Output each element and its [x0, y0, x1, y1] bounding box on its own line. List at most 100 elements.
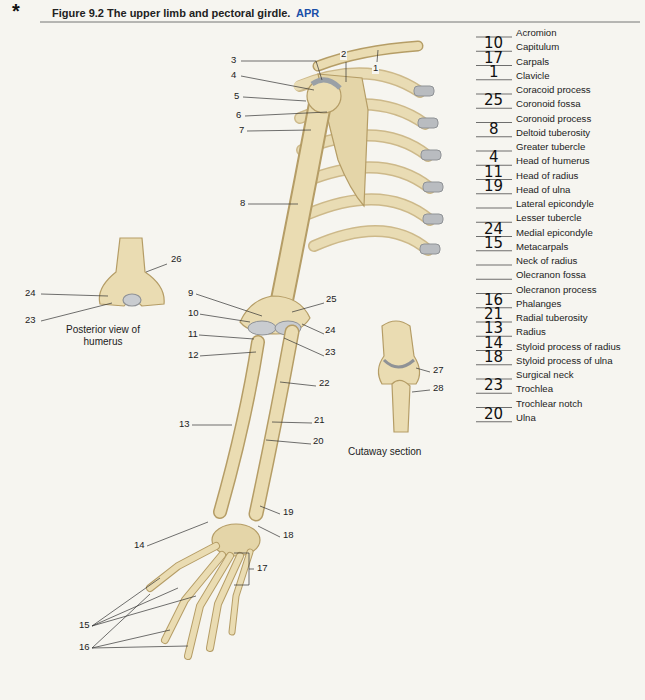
- humerus-part: [312, 80, 340, 88]
- term-label: Head of humerus: [516, 155, 590, 166]
- callout-number: 14: [133, 540, 146, 551]
- term-label: Styloid process of ulna: [516, 355, 613, 366]
- term-label: Neck of radius: [516, 255, 577, 266]
- leader-lines-part: [260, 506, 280, 514]
- costal-cartilage-part: [421, 150, 441, 160]
- leader-lines-part: [248, 204, 298, 205]
- posterior-humerus-part: [123, 294, 141, 306]
- term-label: Trochlea: [516, 383, 553, 394]
- rib-cage-part: [314, 231, 428, 250]
- callout-number: 8: [239, 198, 246, 209]
- term-label: Phalanges: [516, 298, 561, 309]
- leader-lines-part: [92, 596, 196, 626]
- posterior-humerus-part: [99, 238, 164, 306]
- term-label: Coracoid process: [516, 84, 591, 95]
- callout-number: 11: [187, 329, 199, 340]
- term-label: Trochlear notch: [516, 398, 582, 409]
- humerus-part: [282, 104, 320, 300]
- clavicle-part: [318, 46, 418, 66]
- term-label: Medial epicondyle: [516, 227, 593, 238]
- term-label: Olecranon process: [516, 284, 597, 295]
- leader-lines-part: [412, 390, 430, 392]
- callout-number: 18: [282, 530, 295, 541]
- radius-part: [220, 342, 258, 512]
- term-label: Lateral epicondyle: [516, 198, 594, 209]
- term-label: Greater tubercle: [516, 141, 585, 152]
- costal-cartilage-part: [420, 244, 440, 254]
- handwritten-answer: 8: [489, 121, 499, 138]
- term-label: Head of radius: [516, 170, 578, 181]
- term-label: Coronoid process: [516, 113, 591, 124]
- radius: [220, 342, 258, 512]
- leader-lines-part: [258, 526, 280, 537]
- view-caption: Posterior view of humerus: [64, 324, 142, 347]
- term-label: Styloid process of radius: [516, 341, 621, 352]
- costal-cartilage-part: [423, 214, 443, 224]
- leader-lines-part: [234, 553, 249, 585]
- leader-lines: [41, 50, 430, 648]
- handwritten-answer: 19: [484, 178, 503, 195]
- radius-part: [220, 342, 258, 512]
- term-label: Lesser tubercle: [516, 212, 582, 223]
- term-label: Surgical neck: [516, 369, 574, 380]
- answer-lines: [476, 37, 512, 422]
- leader-lines-part: [192, 425, 232, 426]
- hand-part: [232, 552, 250, 632]
- clavicle: [318, 46, 418, 66]
- rib-cage-part: [304, 167, 430, 188]
- callout-number: 13: [178, 419, 191, 430]
- humerus-part: [240, 296, 310, 334]
- leader-lines-part: [245, 112, 327, 116]
- callout-number: 23: [324, 347, 337, 358]
- rib-cage-part: [304, 167, 430, 188]
- term-label: Capitulum: [516, 41, 559, 52]
- costal-cartilage-part: [414, 86, 434, 96]
- leader-lines-part: [146, 264, 167, 272]
- leader-lines-part: [196, 294, 262, 316]
- leader-lines-part: [292, 303, 324, 312]
- leader-lines-part: [41, 303, 112, 321]
- leader-lines-part: [241, 61, 322, 80]
- handwritten-mark: *: [12, 0, 20, 23]
- costal-cartilage: [414, 86, 443, 254]
- costal-cartilage-part: [423, 182, 443, 192]
- handwritten-answer: 20: [484, 406, 503, 423]
- leader-lines-part: [199, 352, 256, 356]
- hand: [150, 524, 260, 656]
- handwritten-answer: 23: [484, 377, 503, 394]
- leader-lines-part: [284, 338, 324, 356]
- term-label: Deltoid tuberosity: [516, 127, 590, 138]
- callout-number: 12: [187, 350, 200, 361]
- cutaway-elbow-part: [378, 321, 419, 384]
- costal-cartilage-part: [418, 118, 438, 128]
- callout-number: 23: [24, 315, 37, 326]
- callout-number: 4: [230, 70, 237, 81]
- leader-lines-part: [199, 335, 254, 339]
- term-label: Clavicle: [516, 70, 550, 81]
- handwritten-answer: 25: [484, 92, 503, 109]
- term-label: Metacarpals: [516, 241, 568, 252]
- term-label: Olecranon fossa: [516, 269, 586, 280]
- leader-lines-part: [249, 569, 254, 570]
- humerus-part: [282, 104, 320, 300]
- term-label: Ulna: [516, 412, 536, 423]
- hand-part: [150, 546, 216, 588]
- callout-number: 5: [233, 91, 240, 102]
- leader-lines-part: [92, 578, 160, 626]
- cutaway-elbow: [378, 321, 419, 432]
- cutaway-elbow-part: [392, 380, 410, 432]
- leader-lines-part: [199, 314, 250, 322]
- callout-number: 17: [256, 563, 269, 574]
- leader-lines-part: [92, 588, 178, 626]
- callout-number: 6: [235, 110, 242, 121]
- answer-line: [476, 208, 512, 209]
- leader-lines-part: [377, 50, 378, 62]
- leader-lines-part: [416, 368, 430, 372]
- term-label: Radial tuberosity: [516, 312, 587, 323]
- ulna-part: [256, 332, 292, 514]
- title-rule: [40, 22, 640, 23]
- callout-number: 2: [340, 49, 347, 60]
- clavicle-part: [318, 46, 418, 66]
- callout-number: 7: [238, 125, 245, 136]
- leader-lines-part: [92, 646, 188, 648]
